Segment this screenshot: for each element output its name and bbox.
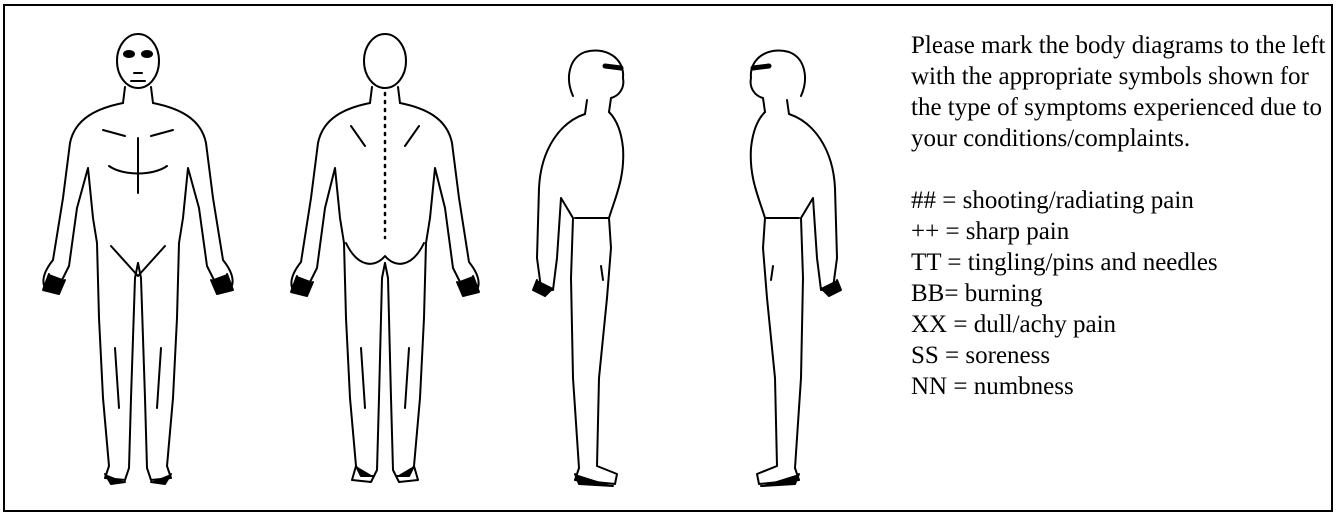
legend-item-dull: XX = dull/achy pain: [911, 309, 1331, 340]
body-diagram-form: Please mark the body diagrams to the lef…: [3, 4, 1333, 512]
legend-item-burning: BB= burning: [911, 278, 1331, 309]
legend-item-numbness: NN = numbness: [911, 371, 1331, 402]
instructions-text: Please mark the body diagrams to the lef…: [911, 30, 1331, 154]
body-figures-canvas: [13, 18, 893, 514]
legend-item-tingling: TT = tingling/pins and needles: [911, 247, 1331, 278]
body-side-right-icon[interactable]: [533, 50, 623, 486]
body-side-left-icon[interactable]: [751, 50, 841, 486]
body-front-icon[interactable]: [43, 34, 233, 484]
body-back-icon[interactable]: [291, 34, 479, 482]
body-diagrams: [13, 18, 893, 514]
legend-item-soreness: SS = soreness: [911, 340, 1331, 371]
symbol-legend: ## = shooting/radiating pain ++ = sharp …: [911, 185, 1331, 402]
legend-item-shooting: ## = shooting/radiating pain: [911, 185, 1331, 216]
legend-item-sharp: ++ = sharp pain: [911, 216, 1331, 247]
instructions-panel: Please mark the body diagrams to the lef…: [911, 30, 1331, 402]
